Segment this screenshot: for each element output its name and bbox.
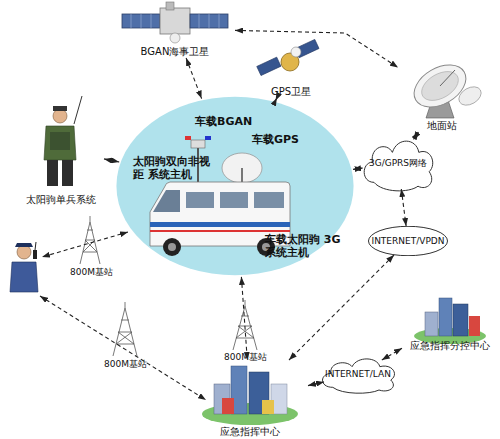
command-center-buildings bbox=[202, 366, 298, 425]
node-label: 太阳驹单兵系统 bbox=[18, 194, 104, 206]
ellipse-shape bbox=[368, 226, 447, 255]
police-figure bbox=[10, 242, 38, 292]
satellite-node: GPS卫星 bbox=[252, 38, 330, 98]
station-label: 800M基站 bbox=[70, 267, 113, 278]
station-label: 800M基站 bbox=[224, 352, 267, 363]
network-ellipse: INTERNET/VPDN bbox=[368, 226, 448, 256]
dashed-link bbox=[241, 277, 247, 360]
node-label: 车载GPS bbox=[252, 133, 322, 146]
node-label: 应急指挥分控中心 bbox=[402, 340, 498, 352]
sub-command-node: 应急指挥分控中心 bbox=[402, 288, 498, 352]
satellite-node: BGAN海事卫星 bbox=[115, 0, 235, 58]
dashed-link bbox=[401, 189, 406, 226]
network-cloud: INTERNET/LAN bbox=[316, 354, 400, 394]
node-label: INTERNET/LAN bbox=[316, 368, 400, 380]
ground-station-dish bbox=[407, 56, 485, 118]
sub-command-buildings bbox=[414, 298, 486, 344]
soldier-node: 太阳驹单兵系统 bbox=[18, 94, 104, 206]
ground-station-node: 地面站 bbox=[398, 60, 486, 132]
node-label: 地面站 bbox=[398, 120, 486, 132]
command-vehicle bbox=[150, 136, 290, 256]
station-label: 800M基站 bbox=[104, 359, 147, 370]
dashed-link bbox=[414, 132, 419, 139]
satellite-gps bbox=[257, 39, 319, 75]
dashed-link bbox=[235, 30, 398, 67]
node-label: 3G/GPRS网络 bbox=[358, 157, 438, 169]
command-center-node: 应急指挥中心 bbox=[192, 360, 308, 438]
dashed-link bbox=[186, 58, 202, 99]
dashed-link bbox=[104, 159, 119, 162]
tower-800m bbox=[113, 302, 137, 356]
ellipse-shape bbox=[116, 97, 353, 275]
node-label: BGAN海事卫星 bbox=[115, 46, 235, 58]
node-label: 应急指挥中心 bbox=[192, 426, 308, 438]
dashed-link bbox=[289, 255, 394, 360]
network-cloud: 3G/GPRS网络 bbox=[358, 134, 438, 192]
node-label: 车载BGAN bbox=[195, 115, 265, 128]
satellite-bgan bbox=[122, 2, 228, 43]
node-label: 太阳驹双向非视距 系统主机 bbox=[133, 155, 219, 181]
node-label: 车载太阳驹 3G系统主机 bbox=[265, 233, 351, 259]
dashed-link bbox=[308, 382, 324, 386]
dashed-link bbox=[382, 348, 402, 360]
soldier-figure bbox=[44, 96, 82, 186]
node-label: INTERNET/VPDN bbox=[368, 235, 448, 247]
police-link bbox=[40, 232, 206, 400]
dashed-link bbox=[353, 168, 363, 169]
vehicle-zone: 车载BGAN 太阳驹双向非视距 系统主机 车载GPS 车载太阳驹 3G系统主机 bbox=[115, 95, 355, 277]
tower-800m bbox=[80, 216, 100, 264]
node-label: GPS卫星 bbox=[252, 86, 330, 98]
dashed-link bbox=[276, 98, 277, 100]
tower-800m bbox=[233, 300, 257, 350]
